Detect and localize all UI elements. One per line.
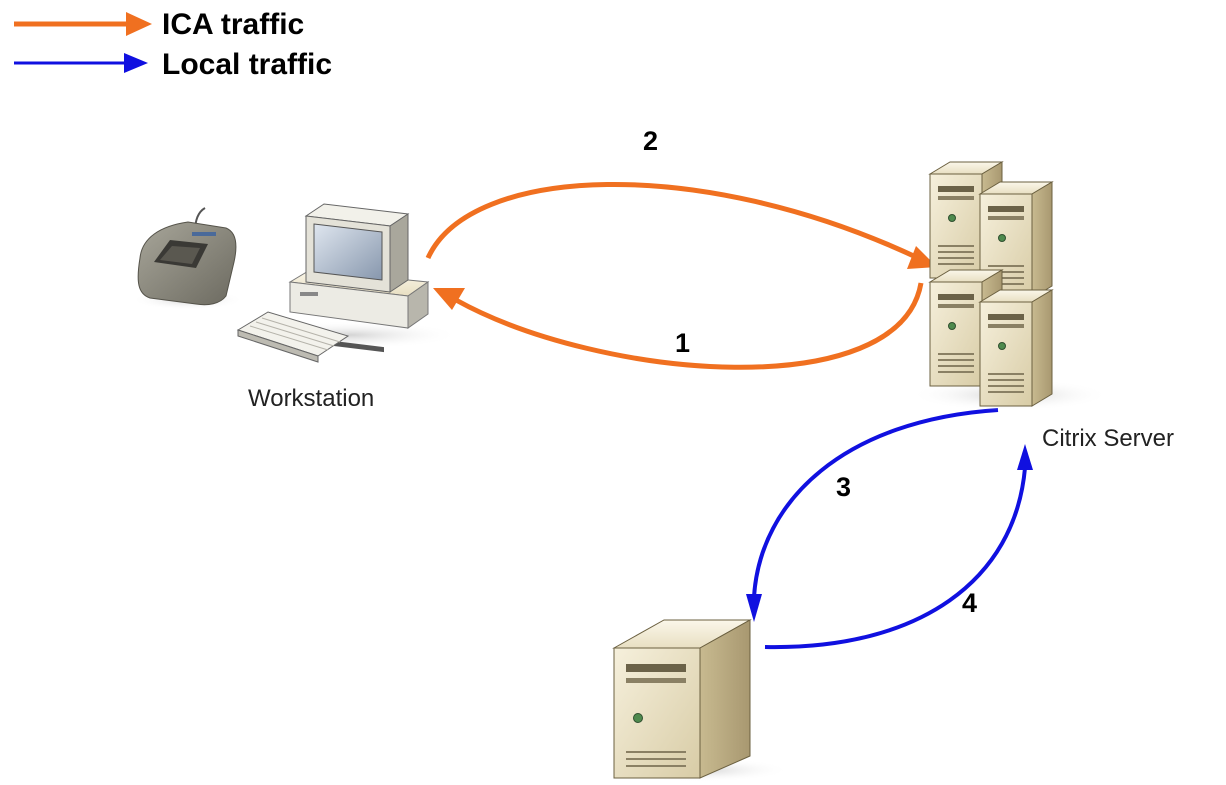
legend-item-local: Local traffic <box>14 48 332 81</box>
workstation-label: Workstation <box>248 385 374 412</box>
server-tower-icon <box>610 619 790 782</box>
flow-arrow-2 <box>425 182 920 261</box>
citrix-server-label: Citrix Server <box>1042 425 1174 452</box>
step-label-2: 2 <box>643 126 658 156</box>
flow-arrow-3 <box>752 408 999 598</box>
step-label-4: 4 <box>962 588 977 618</box>
ica-legend-arrowhead <box>126 12 152 36</box>
flow-arrowhead-3 <box>746 594 762 622</box>
server-cluster-icon <box>910 161 1110 411</box>
flow-arrows <box>425 182 1033 650</box>
flow-arrowhead-1 <box>433 288 465 310</box>
step-label-3: 3 <box>836 472 851 502</box>
step-label-1: 1 <box>675 328 690 358</box>
flow-arrow-1 <box>454 282 924 370</box>
legend-label-local: Local traffic <box>162 48 332 81</box>
flow-arrow-4 <box>764 467 1027 650</box>
fingerprint-reader-icon <box>132 207 244 310</box>
flow-arrowhead-4 <box>1017 444 1033 470</box>
legend-item-ica: ICA traffic <box>14 8 304 41</box>
legend: ICA traffic Local traffic <box>14 8 332 81</box>
desktop-computer-icon <box>236 203 460 363</box>
legend-label-ica: ICA traffic <box>162 8 304 41</box>
local-legend-arrowhead <box>124 53 148 73</box>
